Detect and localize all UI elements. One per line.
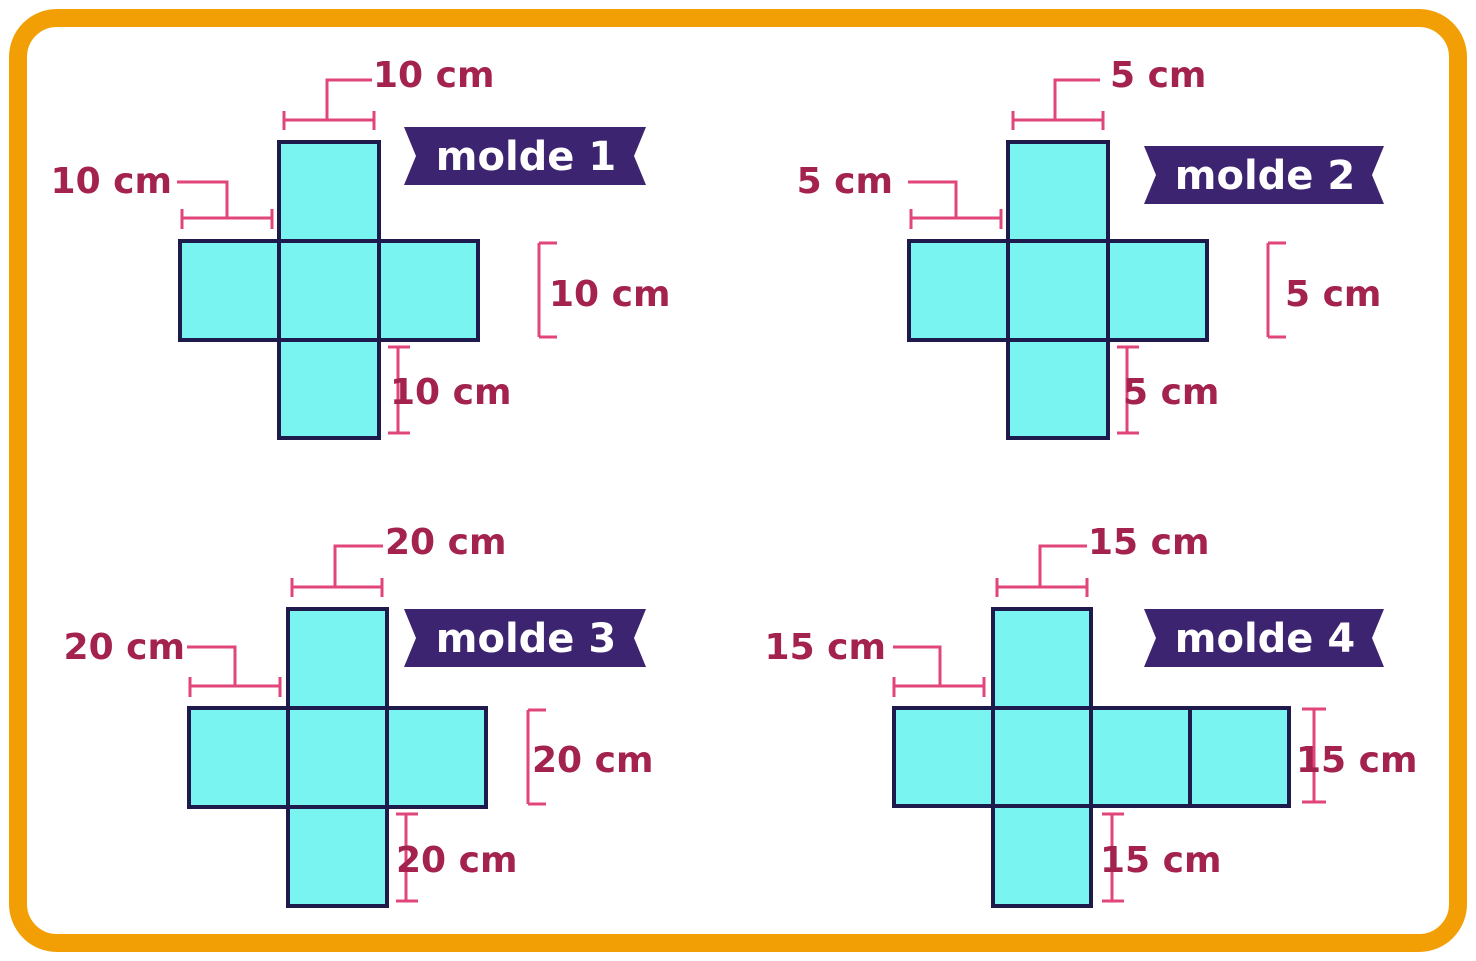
banner-molde-1: molde 1 [404, 127, 646, 185]
net-molde-4: 15 cm 15 cm 15 cm 15 cm molde 4 [765, 522, 1417, 908]
dimension-right: 5 cm [1266, 241, 1381, 339]
square-top [277, 140, 381, 243]
square-right [1089, 706, 1192, 808]
square-far-right [1188, 706, 1291, 808]
net-molde-2: 5 cm 5 cm 5 cm 5 cm molde 2 [797, 55, 1384, 440]
dimension-label-bottom: 10 cm [390, 372, 511, 413]
dimension-bottom: 5 cm [1117, 345, 1219, 435]
dimension-top: 10 cm [282, 55, 494, 130]
banner-molde-2: molde 2 [1144, 146, 1384, 204]
dimension-top: 5 cm [1011, 55, 1206, 130]
square-top [286, 607, 389, 710]
dimension-label-left: 15 cm [765, 627, 886, 668]
dimension-label-left: 10 cm [51, 161, 172, 202]
square-center [286, 706, 389, 809]
square-bottom [277, 338, 381, 440]
square-left [892, 706, 995, 808]
dimension-label-top: 20 cm [385, 522, 506, 563]
dimension-label-left: 20 cm [64, 627, 185, 668]
square-bottom [1006, 338, 1110, 440]
dimension-top: 15 cm [995, 522, 1209, 597]
dimension-bottom: 15 cm [1100, 812, 1221, 903]
dimension-left: 5 cm [797, 161, 1003, 229]
dimension-top: 20 cm [290, 522, 506, 597]
dimension-label-right: 10 cm [549, 274, 670, 315]
dimension-label-bottom: 5 cm [1123, 372, 1219, 413]
dimension-left: 20 cm [64, 627, 282, 697]
dimension-right: 10 cm [537, 241, 670, 339]
dimension-bottom: 10 cm [388, 345, 511, 435]
banner-molde-3: molde 3 [404, 609, 646, 667]
square-top [991, 607, 1093, 710]
dimension-label-bottom: 15 cm [1100, 840, 1221, 881]
square-bottom [286, 805, 389, 908]
dimension-label-right: 20 cm [532, 740, 653, 781]
square-bottom [991, 804, 1093, 908]
banner-molde-4: molde 4 [1144, 609, 1384, 667]
dimension-label-top: 10 cm [373, 55, 494, 96]
square-center [1006, 239, 1110, 342]
net-molde-3: 20 cm 20 cm 20 cm 20 cm molde 3 [64, 522, 653, 908]
dimension-label-left: 5 cm [797, 161, 893, 202]
square-left [187, 706, 290, 809]
square-center [277, 239, 381, 342]
square-right [377, 239, 480, 342]
square-right [385, 706, 488, 809]
net-title: molde 3 [436, 616, 616, 662]
dimension-right: 15 cm [1296, 707, 1417, 804]
dimension-left: 10 cm [51, 161, 274, 229]
square-top [1006, 140, 1110, 243]
square-center [991, 706, 1093, 808]
square-right [1106, 239, 1209, 342]
dimension-label-right: 15 cm [1296, 740, 1417, 781]
net-title: molde 2 [1175, 153, 1355, 199]
dimension-label-bottom: 20 cm [396, 840, 517, 881]
dimension-bottom: 20 cm [396, 812, 517, 903]
dimension-label-right: 5 cm [1285, 274, 1381, 315]
net-title: molde 4 [1175, 616, 1355, 662]
dimension-label-top: 15 cm [1088, 522, 1209, 563]
square-left [178, 239, 281, 342]
square-left [907, 239, 1010, 342]
dimension-left: 15 cm [765, 627, 986, 697]
dimension-label-top: 5 cm [1110, 55, 1206, 96]
dimension-right: 20 cm [526, 708, 653, 806]
net-molde-1: 10 cm 10 cm 10 cm 10 cm molde 1 [51, 55, 670, 440]
net-title: molde 1 [436, 134, 616, 180]
